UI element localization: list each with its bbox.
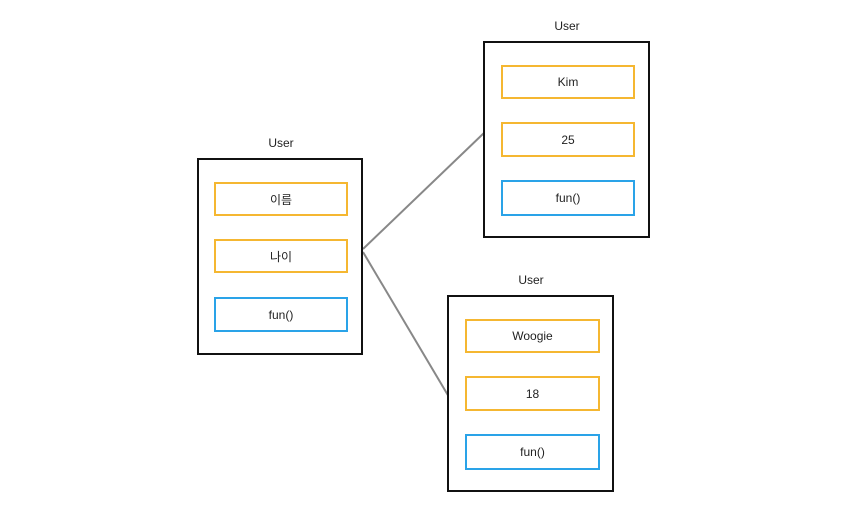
connector-to-kim xyxy=(362,131,486,250)
field-name: 이름 xyxy=(214,182,348,216)
field-age: 18 xyxy=(465,376,600,411)
class-box-template: 이름 나이 fun() xyxy=(197,158,363,355)
method-fun: fun() xyxy=(501,180,635,216)
field-name: Kim xyxy=(501,65,635,99)
class-title: User xyxy=(518,273,544,287)
class-title: User xyxy=(268,136,294,150)
class-title: User xyxy=(554,19,580,33)
field-age: 나이 xyxy=(214,239,348,273)
class-box-kim: Kim 25 fun() xyxy=(483,41,650,238)
class-box-woogie: Woogie 18 fun() xyxy=(447,295,614,492)
field-age: 25 xyxy=(501,122,635,157)
field-name: Woogie xyxy=(465,319,600,353)
method-fun: fun() xyxy=(465,434,600,470)
method-fun: fun() xyxy=(214,297,348,332)
connector-to-woogie xyxy=(362,251,450,398)
